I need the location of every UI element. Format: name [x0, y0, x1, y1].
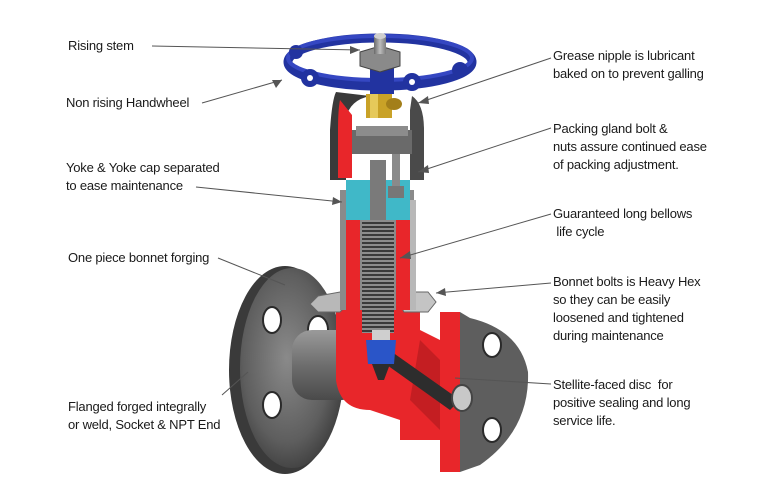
label-line: baked on to prevent galling	[553, 66, 704, 81]
label-handwheel: Non rising Handwheel	[66, 94, 189, 112]
label-rising-stem: Rising stem	[68, 37, 134, 55]
label-line: Bonnet bolts is Heavy Hex	[553, 274, 701, 289]
label-grease-nipple: Grease nipple is lubricant baked on to p…	[553, 47, 704, 83]
disc	[366, 330, 396, 380]
rising-stem	[359, 33, 401, 73]
yoke	[330, 92, 424, 180]
label-line: during maintenance	[553, 328, 664, 343]
label-line: positive sealing and long	[553, 395, 691, 410]
label-bonnet-bolts: Bonnet bolts is Heavy Hex so they can be…	[553, 273, 701, 345]
label-line: Packing gland bolt &	[553, 121, 668, 136]
body-cutaway	[336, 300, 473, 440]
label-line: of packing adjustment.	[553, 157, 679, 172]
label-line: One piece bonnet forging	[68, 250, 210, 265]
label-line: Stellite-faced disc for	[553, 377, 673, 392]
leader-lines	[151, 45, 552, 396]
label-line: Grease nipple is lubricant	[553, 48, 695, 63]
label-line: so they can be easily	[553, 292, 671, 307]
label-line: Guaranteed long bellows	[553, 206, 693, 221]
leader-arrowheads	[272, 46, 446, 296]
label-packing-gland: Packing gland bolt & nuts assure continu…	[553, 120, 707, 174]
label-disc: Stellite-faced disc for positive sealing…	[553, 376, 691, 430]
label-line: to ease maintenance	[66, 178, 183, 193]
right-flange	[440, 312, 529, 472]
label-line: Flanged forged integrally	[68, 399, 207, 414]
label-line: Non rising Handwheel	[66, 95, 190, 110]
label-line: or weld, Socket & NPT End	[68, 417, 221, 432]
packing-gland	[346, 152, 410, 220]
label-line: service life.	[553, 413, 616, 428]
label-yoke: Yoke & Yoke cap separated to ease mainte…	[66, 159, 220, 195]
label-bonnet: One piece bonnet forging	[68, 249, 209, 267]
label-line: life cycle	[553, 224, 605, 239]
label-bellows: Guaranteed long bellows life cycle	[553, 205, 692, 241]
label-flange: Flanged forged integrally or weld, Socke…	[68, 398, 220, 434]
label-line: loosened and tightened	[553, 310, 684, 325]
stem-bushing	[366, 94, 402, 118]
bellows	[362, 215, 394, 333]
label-line: Yoke & Yoke cap separated	[66, 160, 220, 175]
label-line: nuts assure continued ease	[553, 139, 707, 154]
label-line: Rising stem	[68, 38, 134, 53]
